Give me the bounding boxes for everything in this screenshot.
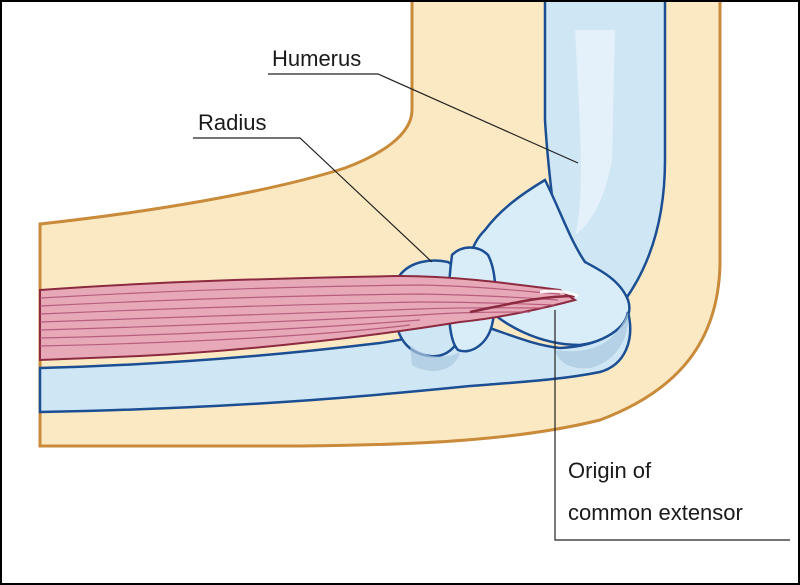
extensor-muscle	[39, 274, 578, 362]
leader-lines	[193, 73, 790, 541]
humerus-leader	[268, 73, 579, 164]
olecranon-shadow	[555, 312, 629, 369]
label-radius: Radius	[198, 110, 266, 135]
label-origin-line2: common extensor	[568, 500, 743, 525]
radius-leader	[193, 137, 433, 263]
radius-shadow	[410, 345, 460, 372]
common-extensor-tendon	[469, 294, 576, 314]
label-origin-line1: Origin of	[568, 458, 652, 483]
label-humerus: Humerus	[272, 46, 361, 71]
tendon-highlight	[539, 289, 579, 298]
origin-leader	[554, 310, 790, 541]
humerus-highlight	[575, 30, 615, 235]
